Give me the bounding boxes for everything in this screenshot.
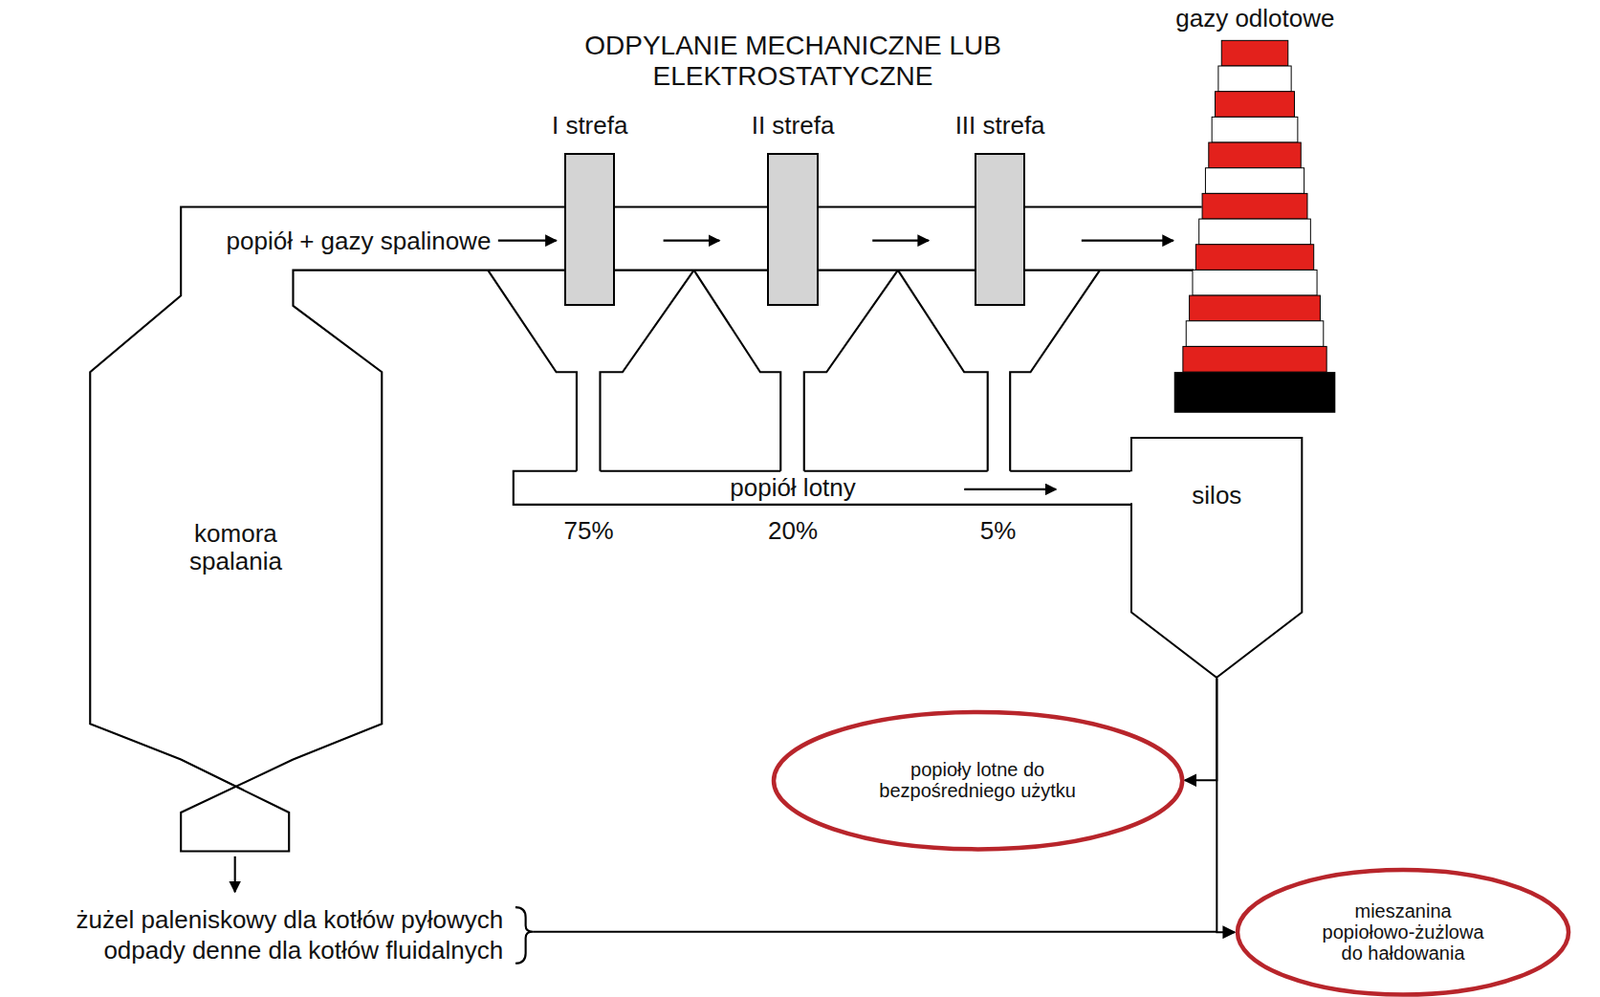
node-text: II strefa: [751, 111, 835, 140]
chimney-stripe: [1222, 41, 1290, 67]
flow-arrow: [1081, 240, 1174, 242]
chimney-stripe: [1186, 321, 1325, 348]
outcome-ellipse: mieszanina popiołowo-żużlowa do hałdowan…: [1234, 867, 1572, 997]
bracket: [515, 907, 533, 965]
flow-arrow: [872, 240, 929, 242]
flow-label: popiół + gazy spalinowe: [224, 227, 494, 256]
flow-arrow: [964, 488, 1056, 491]
diagram-title: ODPYLANIE MECHANICZNE LUB ELEKTROSTATYCZ…: [568, 30, 1018, 92]
percent-label: 5%: [978, 517, 1019, 546]
ash-conveyor: [513, 471, 1131, 505]
silo-outline: [1130, 437, 1303, 680]
flow-connector: [1216, 679, 1235, 934]
filter-zone-box: [974, 153, 1026, 307]
chimney-base: [1174, 372, 1337, 414]
outcome-ellipse: popioły lotne do bezpośredniego użytku: [770, 709, 1185, 853]
silo: silos: [1130, 437, 1303, 680]
percent-label: 75%: [562, 517, 616, 546]
chimney-stripe: [1208, 142, 1301, 169]
dust-zone: II strefa: [731, 111, 855, 307]
chimney-stripe: [1192, 270, 1317, 297]
dust-zone: III strefa: [939, 111, 1062, 307]
node-text: mieszanina popiołowo-żużlowa do hałdowan…: [1315, 900, 1492, 965]
slag-label: żużel paleniskowy dla kotłów pyłowych: [74, 906, 506, 935]
dust-zone: I strefa: [528, 111, 652, 307]
slag-label: odpady denne dla kotłów fluidalnych: [101, 937, 505, 965]
flow-connector: [1184, 679, 1218, 782]
combustion-chamber: komora spalania: [89, 372, 382, 724]
flow-arrow: [663, 240, 721, 242]
chimney-stripe: [1199, 219, 1312, 245]
chimney-stripe: [1202, 194, 1308, 220]
node-text: III strefa: [955, 111, 1046, 140]
ellipse-outline: [773, 712, 1183, 850]
chimney-stripe: [1211, 117, 1298, 144]
slag-arrow: [234, 856, 237, 893]
node-text: silos: [1191, 482, 1242, 510]
node-text: popioły lotne do bezpośredniego użytku: [870, 759, 1086, 803]
filter-zone-box: [564, 153, 615, 307]
chimney-stripe: [1205, 168, 1305, 195]
slag-line: [532, 931, 1218, 934]
chimney-drawing: [1162, 4, 1347, 414]
silo-outline: [1131, 438, 1302, 679]
node-text: gazy odlotowe: [1175, 4, 1335, 33]
chimney-stripe: [1218, 65, 1292, 92]
filter-zone-box: [767, 153, 818, 307]
percent-label: 20%: [766, 517, 820, 546]
combustion-chamber-and-duct: [89, 206, 1202, 852]
ellipse-outline: [1237, 870, 1569, 996]
chimney: gazy odlotowe: [1162, 4, 1347, 414]
chimney-stripe: [1183, 347, 1327, 373]
chimney-stripe: [1189, 295, 1321, 322]
chimney-stripe: [1215, 91, 1295, 118]
node-text: komora spalania: [163, 520, 307, 576]
node-text: I strefa: [551, 111, 628, 140]
chimney-stripe: [1196, 244, 1315, 271]
flow-arrow: [498, 240, 557, 242]
flow-label: popiół lotny: [727, 474, 858, 503]
